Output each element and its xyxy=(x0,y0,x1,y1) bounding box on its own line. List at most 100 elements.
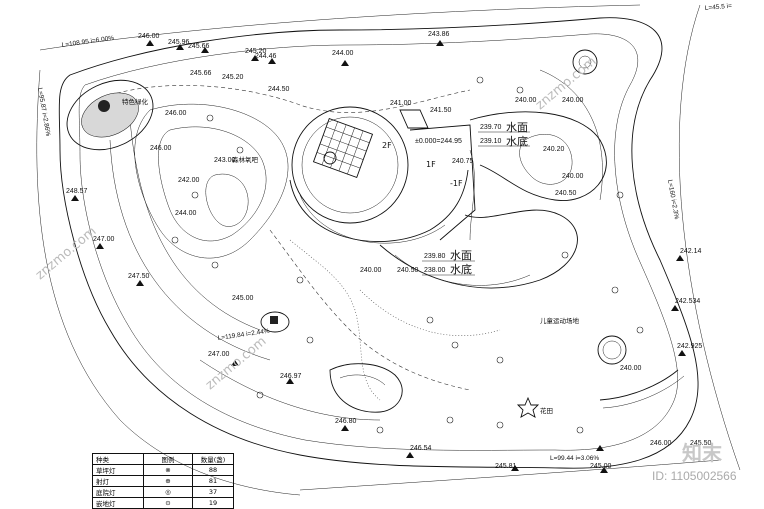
slope-label-left-side: L=95.87 i=2.86% xyxy=(36,87,51,137)
watermark-site-text: znzmo.com xyxy=(33,224,99,283)
legend-header-row: 种类 图例 数量(盏) xyxy=(92,453,234,465)
pond-upper-surface-elev: 239.70 xyxy=(480,124,502,131)
legend-lamp-name: 射灯 xyxy=(92,475,144,487)
legend-header-count: 数量(盏) xyxy=(192,453,234,465)
elevation-label: 246.00 xyxy=(138,33,160,40)
elevation-label: 245.00 xyxy=(590,463,612,470)
elevation-label: 245.00 xyxy=(232,295,254,302)
pond-lower-surface-elev: 239.80 xyxy=(424,253,446,260)
elevation-label: 245.20 xyxy=(222,74,244,81)
area-label-flower-field: 花田 xyxy=(540,406,553,415)
roof-skylight-gridlines xyxy=(316,121,370,175)
contour-line xyxy=(109,139,271,361)
elevation-label: 240.00 xyxy=(562,173,584,180)
legend-lamp-count: 19 xyxy=(192,497,234,509)
entrance-stair xyxy=(399,109,429,129)
elevation-label: 240.00 xyxy=(360,267,382,274)
roof-feature xyxy=(323,151,337,165)
elevation-label: 244.00 xyxy=(332,50,354,57)
rock-garden xyxy=(329,363,403,413)
site-boundary-outer xyxy=(58,17,699,469)
elevation-label: 245.66 xyxy=(190,70,212,77)
elevation-label: 246.54 xyxy=(410,445,432,452)
pond-upper-inner xyxy=(519,134,573,185)
pond-lower-bottom-elev: 238.00 xyxy=(424,267,446,274)
area-label-kids-area: 儿童运动场地 xyxy=(540,316,580,325)
area-label-forest-plaza: 森林氧吧 xyxy=(232,155,259,164)
pond-lower xyxy=(379,209,578,289)
promenade-path xyxy=(269,229,471,391)
slope-label-top-right: L=45.5 i= xyxy=(705,3,733,12)
lawn-lamp-icon: ⊗ xyxy=(143,464,193,476)
outer-road-edge-right xyxy=(678,4,741,471)
elevation-label: 245.50 xyxy=(690,440,712,447)
elevation-label: 248.57 xyxy=(66,188,88,195)
building-zero-mark: ±0.000=244.95 xyxy=(415,138,462,145)
elevation-label: 240.50 xyxy=(397,267,419,274)
elevation-label: 245.96 xyxy=(168,39,190,46)
building-outline xyxy=(291,106,409,224)
contour-line xyxy=(158,126,267,242)
pond-upper-bottom-label: 水底 xyxy=(506,134,528,148)
contour-line xyxy=(134,103,289,259)
pond-lower-inner xyxy=(394,254,531,286)
shrub-cluster xyxy=(260,311,290,333)
building-core xyxy=(301,116,399,214)
elevation-label: 244.50 xyxy=(268,86,290,93)
watermark-site-text: znzmo.com xyxy=(533,54,599,113)
garden-lamp-icon: ◎ xyxy=(143,486,193,498)
elevation-label: 247.00 xyxy=(208,351,230,358)
promenade-path xyxy=(109,85,471,113)
elevation-label: 242.14 xyxy=(680,248,702,255)
spotlight-icon: ⊕ xyxy=(143,475,193,487)
tree-symbols xyxy=(171,76,644,434)
watermark-site-text: znzmo.com xyxy=(203,334,269,393)
elevation-label: 242.00 xyxy=(178,177,200,184)
rock-garden xyxy=(339,374,386,386)
ramp-walkway xyxy=(409,124,476,241)
elevation-label: 246.00 xyxy=(650,440,672,447)
roof-skylight-grid xyxy=(312,117,374,179)
elevation-label: 246.80 xyxy=(335,418,357,425)
elevation-label: 246.97 xyxy=(280,373,302,380)
elevation-label: 247.00 xyxy=(93,236,115,243)
contour-line xyxy=(129,119,261,331)
slope-label-bottom: L=99.44 i=3.06% xyxy=(550,455,599,462)
outer-road-edge-top xyxy=(39,4,641,51)
bench-arc xyxy=(602,375,685,409)
elevation-label: 243.00 xyxy=(214,157,236,164)
legend-lamp-name: 草坪灯 xyxy=(92,464,144,476)
pond-upper xyxy=(469,111,607,201)
watermark-id-text: ID: 1105002566 xyxy=(652,469,737,483)
pond-upper-surface-label: 水面 xyxy=(506,121,528,134)
elevation-label: 241.00 xyxy=(390,100,412,107)
watermark-logo: 知末 xyxy=(682,441,722,465)
elevation-label: 246.00 xyxy=(165,110,187,117)
elevation-label: 242.534 xyxy=(675,298,700,305)
elevation-label: 245.81 xyxy=(495,463,517,470)
elevation-label: 240.00 xyxy=(562,97,584,104)
pond-lower-bottom-label: 水底 xyxy=(450,262,472,276)
elevation-label: 240.00 xyxy=(515,97,537,104)
building-level-2f: 2F xyxy=(382,141,392,150)
area-label-specimen-garden: 特色绿化 xyxy=(122,97,149,106)
legend-row: 射灯 ⊕ 81 xyxy=(92,475,234,487)
tree-cluster-inner xyxy=(578,55,592,69)
elevation-label: 240.00 xyxy=(620,365,642,372)
building-terrace xyxy=(299,194,446,244)
round-plaza xyxy=(597,335,627,365)
elevation-label: 244.00 xyxy=(175,210,197,217)
slope-label-right-side: L=160 i=2.3% xyxy=(666,179,680,220)
legend-lamp-count: 88 xyxy=(192,464,234,476)
outer-road-edge-left xyxy=(36,69,301,496)
legend-header-type: 种类 xyxy=(92,453,144,465)
site-boundary-inner xyxy=(78,33,678,451)
garden-feature xyxy=(98,100,110,112)
tree-cluster xyxy=(572,49,598,75)
legend-lamp-count: 81 xyxy=(192,475,234,487)
specimen-garden xyxy=(66,79,154,151)
legend-lamp-count: 37 xyxy=(192,486,234,498)
elevation-label: 241.50 xyxy=(430,107,452,114)
legend-row: 草坪灯 ⊗ 88 xyxy=(92,464,234,476)
elevation-label: 246.00 xyxy=(150,145,172,152)
